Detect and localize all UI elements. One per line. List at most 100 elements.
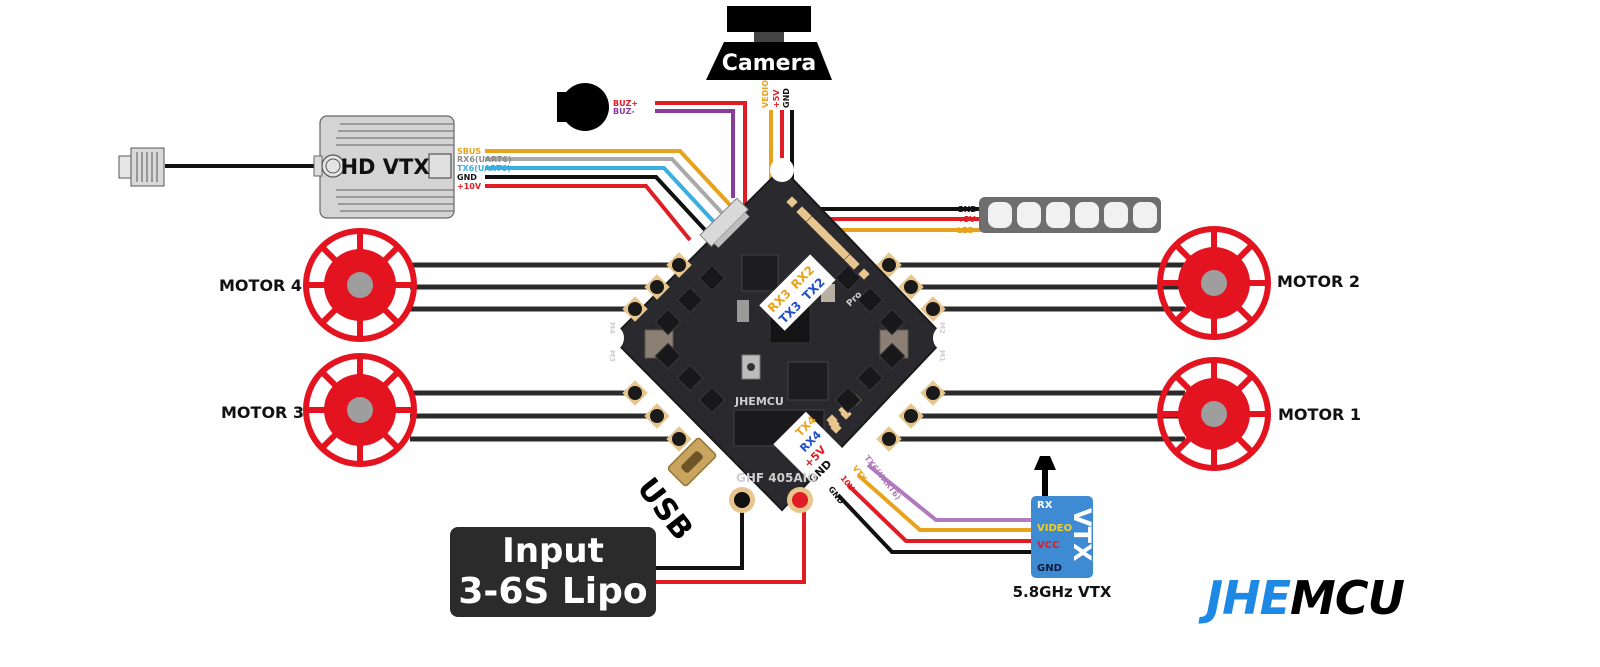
- pin-label-led-5v: +5V: [957, 215, 976, 224]
- vtx-caption: 5.8GHz VTX: [1013, 583, 1112, 601]
- battery-line2: 3-6S Lipo: [458, 571, 647, 612]
- mosfet: [654, 308, 682, 336]
- jhemcu-logo: JHEMCU: [1198, 571, 1406, 625]
- pin-label-cam-5v: +5V: [772, 89, 781, 108]
- led-strip: GND +5V LED: [957, 197, 1161, 235]
- hd-vtx-pin-labels: SBUS RX6(UART6) TX6(UART6) GND +10V: [457, 147, 511, 191]
- mount-hole-top: [770, 158, 794, 182]
- camera-label: Camera: [722, 51, 817, 76]
- solder-pad: [796, 206, 808, 218]
- vtx-antenna-icon: [1034, 456, 1056, 470]
- pin-label-tx6: TX6(UART6): [457, 164, 511, 173]
- mosfet: [878, 308, 906, 336]
- vtx-pin-rx: RX: [1037, 500, 1053, 511]
- mosfet: [698, 264, 726, 292]
- wire-buz-minus: [655, 109, 735, 198]
- pin-label-led-gnd: GND: [957, 205, 977, 214]
- mosfets: [654, 264, 906, 414]
- pin-label-rx6: RX6(UART6): [457, 155, 511, 164]
- chip-right: [787, 361, 829, 401]
- mosfet: [834, 264, 862, 292]
- wire-rx6: [485, 157, 724, 215]
- mosfet: [654, 342, 682, 370]
- logo-mcu: MCU: [1290, 571, 1405, 625]
- pin-label-cam-gnd: GND: [782, 88, 791, 108]
- hd-vtx-antenna: [118, 147, 165, 187]
- motor-pads: [622, 252, 946, 452]
- solder-pad: [844, 254, 856, 266]
- wire-vtx-video: [856, 473, 1040, 532]
- led-cell: [1017, 202, 1041, 228]
- pin-label-video: VEDIO: [761, 80, 770, 108]
- mount-hole-left: [596, 324, 624, 352]
- m2-print: M2: [938, 322, 946, 334]
- motor-m4-icon: [303, 228, 417, 342]
- camera: Camera VEDIO +5V GND: [706, 6, 832, 108]
- solder-pad: [858, 268, 870, 280]
- buzzer-icon: [561, 83, 609, 131]
- mosfet: [676, 286, 704, 314]
- solder-pad: [806, 216, 818, 228]
- mosfet: [698, 386, 726, 414]
- pad-grid-top: [786, 196, 870, 280]
- wire-batt-neg: [652, 500, 744, 570]
- wire-buz-plus: [655, 101, 747, 213]
- chip-top: [741, 254, 779, 292]
- wire-hd-10v: [485, 184, 692, 242]
- crystal: [737, 300, 749, 322]
- solder-pad: [786, 196, 798, 208]
- analog-vtx: RX VIDEO VCC GND VTX 5.8GHz VTX: [1013, 456, 1112, 601]
- motor-m3-icon: [303, 353, 417, 467]
- wire-batt-pos: [652, 500, 806, 584]
- motor-m2-icon: [1157, 226, 1271, 340]
- battery-input: Input 3-6S Lipo: [450, 527, 656, 617]
- motor-4-label: MOTOR 4: [219, 276, 302, 295]
- m4-print: M4: [608, 322, 616, 334]
- motors: [303, 226, 1271, 471]
- motor-m1-icon: [1157, 357, 1271, 471]
- pin-label-led-data: LED: [957, 226, 975, 235]
- vtx-pin-video: VIDEO: [1037, 523, 1072, 534]
- board-brand-print: JHEMCU: [734, 395, 784, 408]
- mount-hole-right: [933, 324, 961, 352]
- solder-pad: [816, 226, 828, 238]
- flight-controller-board: RX3 RX2 TX3 TX2 TX4 RX4 +5V GND JHEMCU G…: [596, 158, 961, 513]
- mosfet: [878, 342, 906, 370]
- wire-vtx-10v: [846, 483, 1040, 543]
- m1-print: M1: [938, 350, 946, 362]
- motor-2-label: MOTOR 2: [1277, 272, 1360, 291]
- mosfet: [834, 386, 862, 414]
- hd-vtx-label: HD VTX: [340, 155, 429, 179]
- wire-vtx-tx6: [866, 463, 1040, 522]
- led-cell: [1046, 202, 1070, 228]
- battery-line1: Input: [502, 531, 604, 571]
- pin-label-buz-minus: BUZ-: [613, 107, 635, 116]
- solder-pad: [830, 422, 842, 434]
- led-cell: [1104, 202, 1128, 228]
- mosfet: [676, 364, 704, 392]
- hd-vtx-connector: [699, 197, 750, 248]
- motor-1-label: MOTOR 1: [1278, 405, 1361, 424]
- wire-vtx-gnd: [836, 493, 1040, 554]
- pin-label-buz-plus: BUZ+: [613, 99, 638, 108]
- logo-jhe: JHE: [1198, 571, 1291, 625]
- vtx-label: VTX: [1068, 508, 1096, 562]
- solder-pad: [830, 240, 842, 252]
- usb-port[interactable]: [667, 437, 717, 487]
- led-cell: [1075, 202, 1099, 228]
- m3-print: M3: [608, 350, 616, 362]
- pin-label-sbus: SBUS: [457, 147, 481, 156]
- camera-pin-labels: VEDIO +5V GND: [761, 80, 791, 108]
- wires: [165, 101, 1185, 584]
- wire-sbus: [485, 149, 732, 207]
- pin-label-gnd: GND: [457, 173, 477, 182]
- hd-vtx-module: HD VTX: [313, 115, 455, 219]
- buzzer: BUZ+ BUZ-: [557, 83, 638, 131]
- led-cell: [1133, 202, 1157, 228]
- logo-part1: JHEMCU: [1198, 571, 1405, 625]
- mosfet: [856, 286, 884, 314]
- vtx-pin-gnd: GND: [1037, 563, 1062, 574]
- mosfet: [856, 364, 884, 392]
- pin-label-10v: +10V: [457, 182, 482, 191]
